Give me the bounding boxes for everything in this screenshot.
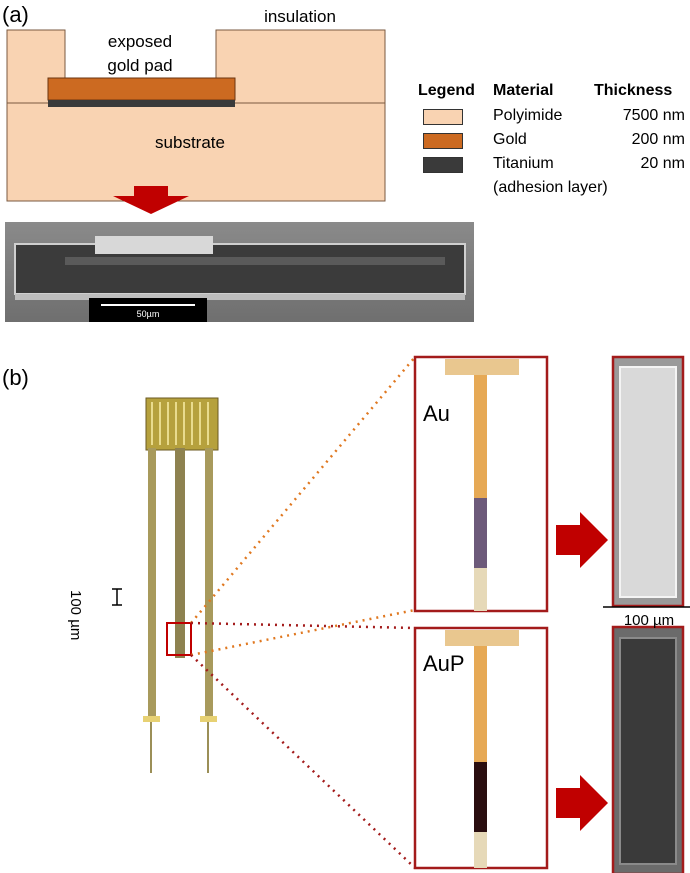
titanium-thickness: 20 nm — [640, 155, 685, 172]
insulation-label: insulation — [264, 7, 336, 26]
sem-scale-bar-label: 50µm — [136, 309, 160, 319]
sem-scale-bar-box: 50µm — [89, 298, 207, 322]
gold-material: Gold — [493, 131, 527, 148]
cross-section-diagram — [6, 29, 386, 214]
sem-scale-label: 100 µm — [623, 612, 675, 629]
titanium-swatch — [423, 157, 463, 173]
substrate-label: substrate — [155, 133, 225, 152]
polyimide-thickness: 7500 nm — [622, 107, 685, 124]
legend-table: Legend Material Thickness Polyimide 7500… — [418, 79, 688, 209]
legend-col-legend: Legend — [418, 82, 475, 99]
titanium-material: Titanium — [493, 155, 554, 172]
legend-col-thickness: Thickness — [594, 82, 673, 99]
pad-label-line2: gold pad — [107, 56, 173, 75]
gold-swatch — [423, 133, 463, 149]
inset-bottom-label: AuP — [423, 651, 465, 676]
polyimide-swatch — [423, 109, 463, 125]
panel-b-label: (b) — [2, 365, 29, 390]
inset-top-label: Au — [423, 401, 450, 426]
pad-label-line1: exposed — [107, 32, 173, 51]
panel-a-label: (a) — [2, 2, 29, 27]
probe-scale-label: 100 µm — [67, 590, 84, 641]
sem-cross-section-image: 50µm — [5, 222, 474, 322]
polyimide-material: Polyimide — [493, 107, 563, 124]
gold-thickness: 200 nm — [631, 131, 685, 148]
titanium-note: (adhesion layer) — [493, 179, 608, 196]
legend-col-material: Material — [493, 82, 554, 99]
probe-overview-diagram — [112, 355, 690, 873]
